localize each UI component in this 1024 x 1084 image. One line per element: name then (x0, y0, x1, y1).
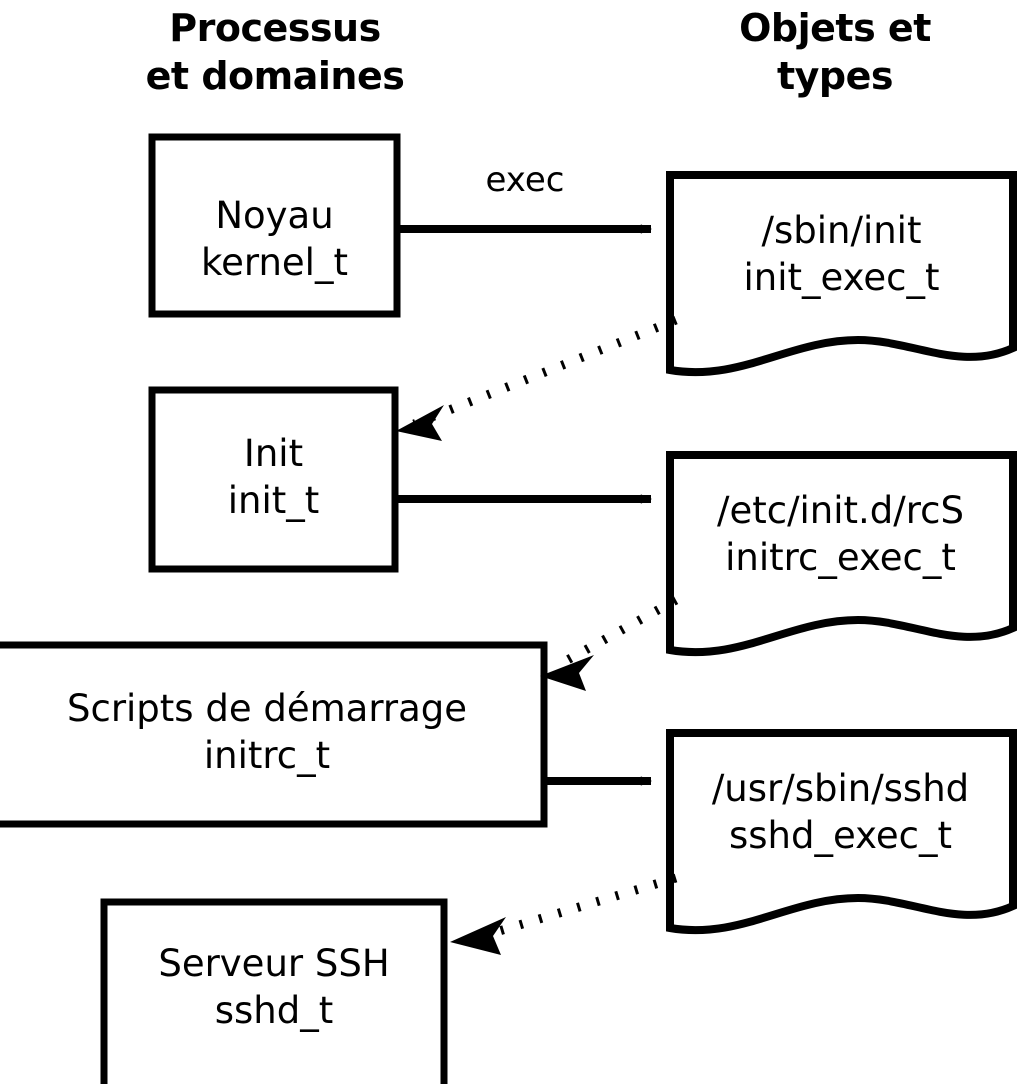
column-header-objects: Objets et types (739, 6, 931, 99)
process-box-kernel (148, 133, 401, 318)
node-initrc[interactable] (0, 645, 544, 824)
arrowhead-init-exec-to-init (396, 405, 444, 441)
edge-sshd-exec-to-sshd (494, 873, 678, 937)
arrowhead-sshd-exec-to-sshd (450, 917, 506, 955)
arrowhead-initrc-exec-to-initrc (540, 655, 594, 691)
process-box-sshd (100, 898, 448, 1084)
node-sshd-exec[interactable] (670, 733, 1013, 928)
column-header-processes: Processus et domaines (145, 6, 405, 99)
node-init[interactable] (152, 390, 395, 569)
node-init-exec[interactable] (670, 175, 1013, 370)
process-box-initrc (0, 641, 548, 828)
object-doc-sshd-exec (666, 729, 1017, 935)
edge-initrc-exec-to-initrc (559, 596, 679, 667)
edge-label-exec: exec (485, 160, 565, 200)
process-box-init (148, 386, 399, 573)
node-sshd[interactable] (104, 902, 444, 1084)
object-doc-initrc-exec (666, 451, 1017, 657)
node-kernel[interactable] (152, 137, 397, 314)
node-initrc-exec[interactable] (670, 455, 1013, 650)
edge-init-exec-to-init (412, 315, 678, 429)
object-doc-init-exec (666, 171, 1017, 377)
